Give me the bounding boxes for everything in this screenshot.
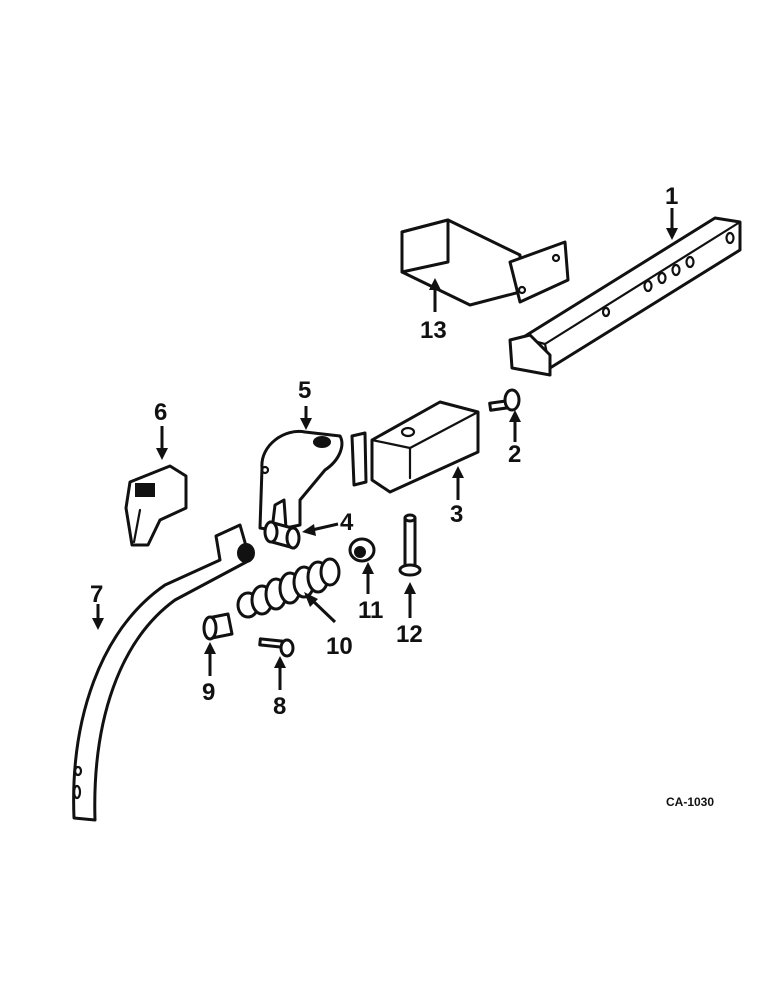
callout-6: 6 — [154, 399, 167, 426]
part-6-clip — [124, 464, 188, 547]
callout-1: 1 — [665, 183, 678, 210]
callout-8: 8 — [273, 693, 286, 720]
callout-9: 9 — [202, 679, 215, 706]
part-11-bushing — [348, 537, 376, 563]
callout-4: 4 — [340, 509, 354, 536]
part-3-clamp-bracket — [350, 400, 480, 494]
part-2-bolt — [488, 388, 521, 412]
part-4-bushing — [263, 520, 301, 550]
callout-5: 5 — [298, 377, 311, 404]
callout-2: 2 — [508, 441, 521, 468]
drawing-reference: CA-1030 — [666, 795, 714, 809]
callout-10: 10 — [326, 633, 353, 660]
callout-12: 12 — [396, 621, 423, 648]
part-13-bracket-arm — [400, 218, 570, 307]
leader-arrows — [92, 208, 678, 690]
part-7-shank — [72, 523, 255, 822]
part-5-spring-mount — [258, 429, 344, 532]
part-1-frame-bar — [508, 216, 742, 377]
callout-7: 7 — [90, 581, 103, 608]
part-12-pin — [398, 513, 422, 577]
callout-11: 11 — [358, 597, 383, 624]
callout-13: 13 — [420, 317, 447, 344]
part-8-bolt — [258, 637, 295, 658]
callout-3: 3 — [450, 501, 463, 528]
callout-labels: 1 2 3 4 5 6 7 8 9 10 11 12 13 — [90, 183, 678, 720]
part-10-coil-spring — [236, 557, 341, 619]
part-9-bushing — [202, 612, 234, 641]
